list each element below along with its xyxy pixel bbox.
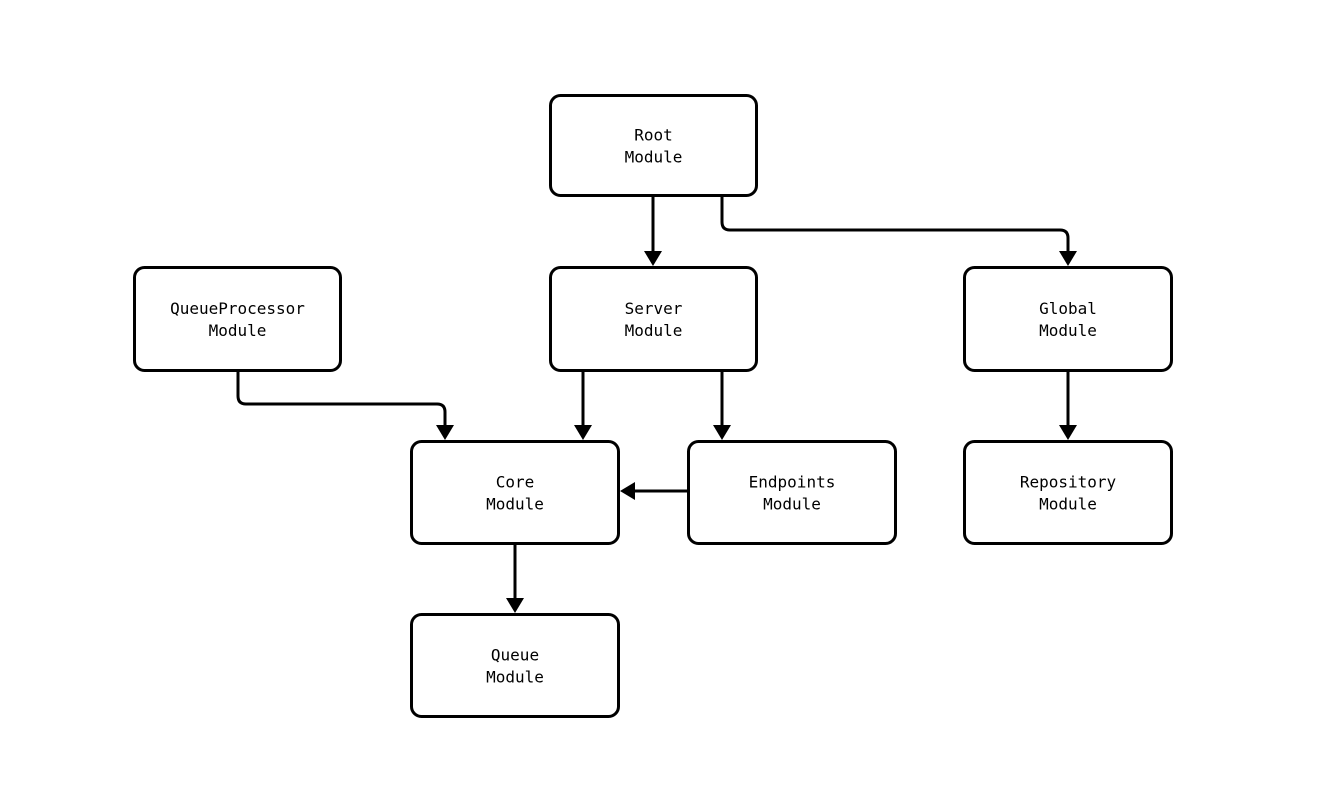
edge-queueprocessor-to-core [236,372,454,440]
node-label-line1: Core [496,472,535,491]
node-box[interactable] [133,266,342,372]
node-box[interactable] [963,440,1173,545]
edge-global-to-repository [1059,372,1077,440]
node-label-line2: Module [1039,321,1097,340]
edge-arrowhead [1059,425,1077,440]
node-box[interactable] [410,440,620,545]
edge-server-to-core [574,372,592,440]
edge-arrowhead [1059,251,1077,266]
edge-root-to-global [720,197,1077,266]
node-box[interactable] [687,440,897,545]
edge-root-to-server [644,197,662,266]
edge-line [720,197,1070,251]
node-label-line1: Global [1039,299,1097,318]
node-label-line2: Module [486,667,544,686]
edge-endpoints-to-core [620,482,687,500]
edge-arrowhead [574,425,592,440]
edge-line [236,372,447,425]
edge-core-to-queue [506,545,524,613]
node-label-line2: Module [763,494,821,513]
node-label-line2: Module [486,494,544,513]
node-label-line1: Root [634,125,673,144]
edge-arrowhead [620,482,635,500]
edges-layer [236,197,1077,613]
node-label-line1: Server [625,299,683,318]
node-label-line2: Module [625,147,683,166]
node-label-line2: Module [209,321,267,340]
edge-arrowhead [644,251,662,266]
node-box[interactable] [549,266,758,372]
node-label-line1: Endpoints [749,472,836,491]
node-label-line2: Module [625,321,683,340]
node-label-line1: QueueProcessor [170,299,305,318]
node-label-line2: Module [1039,494,1097,513]
edge-arrowhead [506,598,524,613]
edge-arrowhead [436,425,454,440]
edge-server-to-endpoints [713,372,731,440]
node-box[interactable] [410,613,620,718]
edge-arrowhead [713,425,731,440]
node-box[interactable] [549,94,758,197]
node-label-line1: Repository [1020,472,1117,491]
node-box[interactable] [963,266,1173,372]
node-label-line1: Queue [491,645,539,664]
